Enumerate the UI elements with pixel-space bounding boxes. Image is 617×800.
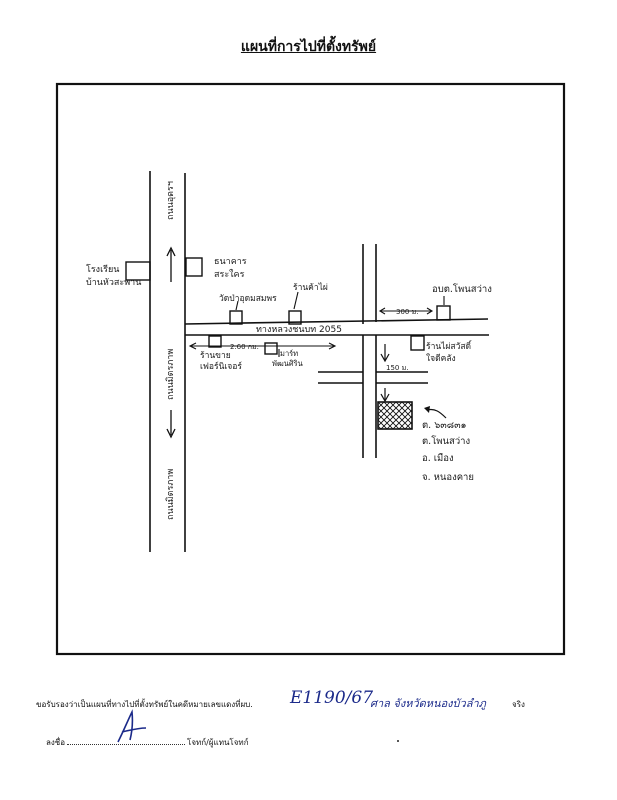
property-pointer [426,408,447,419]
label-top-store-2: สระใคร [214,269,245,280]
stray-dot [397,740,399,742]
arrow-down-left-head [166,428,176,439]
label-left-store: โรงเรียน [86,264,119,275]
landmark-box-left [125,261,151,281]
sign-label: ลงชื่อ [46,738,66,747]
signature-mark [117,709,147,743]
label-road-bottom: ถนนมิตรภาพ [165,469,176,520]
label-shop-right-2: ใจดีคลัง [426,353,456,364]
certification-suffix: จริง [512,700,525,709]
label-shop-mid-2: พัฒนศิริน [272,359,303,368]
address-line-2: ต.โพนสว่าง [422,435,470,447]
landmark-box-school [436,305,451,321]
label-furniture: ร้านขาย [200,350,231,361]
court-name: ศาล จังหวัดหนองบัวลำภู [370,694,486,712]
label-dist-260: 2.60 กม. [230,343,259,351]
page-title: แผนที่การไปที่ตั้งทรัพย์ [240,39,377,55]
landmark-box-post [288,310,302,325]
label-school: อบต.โพนสว่าง [432,283,492,295]
landmark-box-temple [229,310,243,325]
court-label: ศาล [370,697,390,710]
label-shop-mid: มาร์ท [280,349,298,358]
sign-role: โจทก์/ผู้แทนโจทก์ [187,738,249,747]
label-post: ร้านค้าไผ่ [293,282,328,293]
signature-row: ลงชื่อ โจทก์/ผู้แทนโจทก์ [46,736,249,749]
landmark-box-shop-mid [264,342,278,355]
sign-line [67,744,186,745]
landmark-box-top [185,257,203,277]
arrow-down-right-head [380,353,390,363]
label-shop-right: ร้านไผ่สวัสดิ์ [426,340,473,352]
pointer-temple [235,300,239,311]
landmark-box-furniture [208,335,222,348]
address-line-3: อ. เมือง [422,453,454,464]
arrow-down-right2-head [380,393,390,403]
court-name-value: จังหวัดหนองบัวลำภู [393,697,486,710]
label-road-top: ถนนอุดรฯ [166,181,176,220]
dist-260-head-right [328,342,337,350]
label-top-store: ธนาคาร [214,257,247,267]
dist-260-head-left [188,342,197,350]
label-dist-150: 150 ม. [386,364,408,372]
label-furniture-2: เฟอร์นิเจอร์ [200,361,242,372]
case-number: E1190/67 [290,688,374,708]
map-frame [55,82,566,656]
label-road-mid: ถนนมิตรภาพ [165,349,176,400]
arrow-up-left-head [166,246,176,257]
landmark-box-shop-right [410,335,425,351]
label-road-horizontal: ทางหลวงชนบท 2055 [256,325,342,335]
label-dist-300: 300 ม. [396,308,418,316]
property-pointer-head [424,406,430,413]
dist-300-head-left [378,307,386,315]
label-left-store-2: บ้านหัวสะพาน [86,277,141,288]
pointer-post [293,291,299,310]
property-parcel [377,401,413,430]
address-line-1: ต. ๖๓๘๓๑ [422,420,467,431]
address-line-4: จ. หนองคาย [422,472,474,483]
certification-text: ขอรับรองว่าเป็นแผนที่ทางไปที่ตั้งทรัพย์ใ… [36,700,253,709]
dist-300-head-right [426,307,434,315]
label-temple: วัดป่าอุดมสมพร [219,294,277,304]
